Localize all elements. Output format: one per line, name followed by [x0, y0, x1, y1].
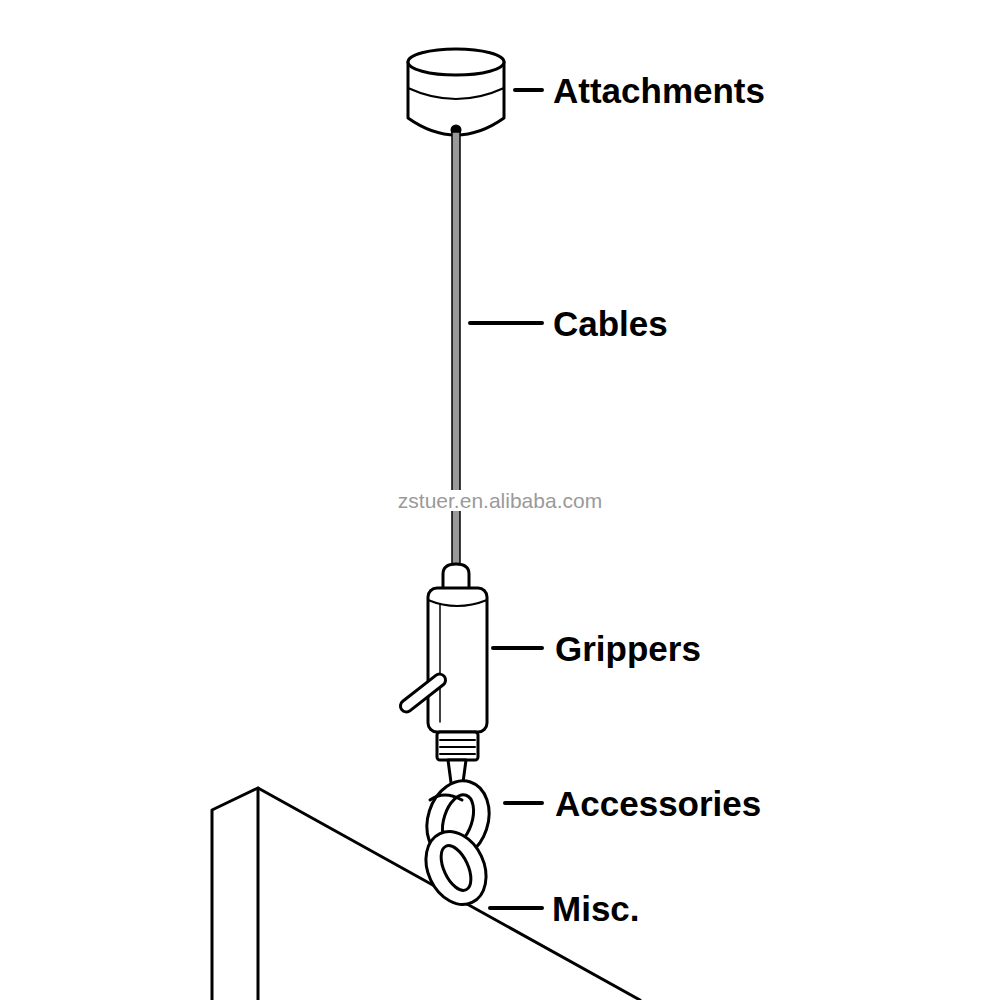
chain-accessory [415, 760, 499, 914]
part-name: Accessories [555, 786, 761, 821]
part-name: Attachments [553, 73, 765, 108]
part-name: Misc. [552, 891, 640, 926]
part-name: Cables [553, 306, 668, 341]
panel-edge [257, 788, 260, 1000]
gripper [398, 564, 487, 760]
watermark: zstuer.en.alibaba.com [395, 490, 605, 511]
part-name: Grippers [555, 631, 701, 666]
ceiling-attachment [408, 49, 504, 135]
